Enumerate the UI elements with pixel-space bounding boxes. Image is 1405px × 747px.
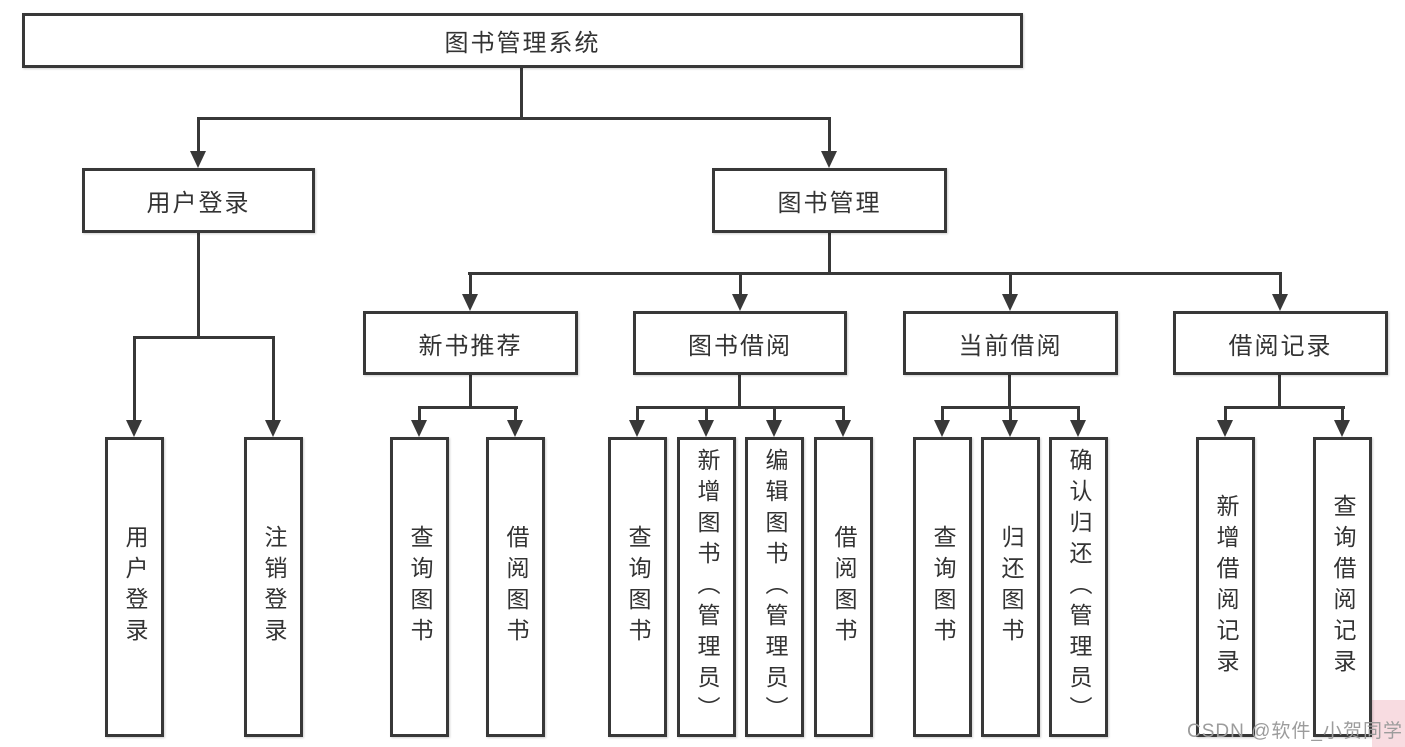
arrow-down-icon (126, 420, 142, 437)
leaf-logout: 注销登录 (244, 437, 303, 737)
leaf-query-borrow-record: 查询借阅记录 (1313, 437, 1372, 737)
arrow-down-icon (1217, 420, 1233, 437)
connector-line (828, 231, 831, 275)
leaf-query-book-3: 查询图书 (913, 437, 972, 737)
connector-line (1009, 272, 1012, 297)
connector-line (468, 272, 1282, 275)
node-new-book-recommend: 新书推荐 (363, 311, 578, 375)
connector-line (1009, 406, 1012, 423)
arrow-down-icon (265, 420, 281, 437)
connector-line (133, 336, 275, 339)
leaf-query-book-1: 查询图书 (390, 437, 449, 737)
node-root: 图书管理系统 (22, 13, 1023, 68)
connector-line (1224, 406, 1345, 409)
connector-line (941, 406, 944, 423)
arrow-down-icon (1334, 420, 1350, 437)
connector-line (469, 373, 472, 409)
leaf-query-borrow-record-label: 查询借阅记录 (1330, 494, 1356, 680)
node-root-label: 图书管理系统 (444, 30, 601, 57)
arrow-down-icon (821, 151, 837, 168)
arrow-down-icon (1070, 420, 1086, 437)
connector-line (1008, 373, 1011, 409)
node-book-management: 图书管理 (712, 168, 947, 233)
connector-line (133, 336, 136, 423)
arrow-down-icon (934, 420, 950, 437)
arrow-down-icon (766, 420, 782, 437)
arrow-down-icon (1272, 294, 1288, 311)
connector-line (197, 117, 831, 120)
connector-line (636, 406, 639, 423)
connector-line (636, 406, 845, 409)
leaf-add-book-admin-label: 新增图书（管理员） (694, 447, 720, 727)
arrow-down-icon (507, 420, 523, 437)
arrow-down-icon (411, 420, 427, 437)
connector-line (1341, 406, 1344, 423)
leaf-edit-book-admin-label: 编辑图书（管理员） (762, 447, 788, 727)
leaf-borrow-book-1-label: 借阅图书 (503, 525, 529, 649)
leaf-borrow-book-2: 借阅图书 (814, 437, 873, 737)
node-book-borrow: 图书借阅 (633, 311, 847, 375)
arrow-down-icon (462, 294, 478, 311)
connector-line (705, 406, 708, 423)
leaf-borrow-book-2-label: 借阅图书 (831, 525, 857, 649)
leaf-add-borrow-record: 新增借阅记录 (1196, 437, 1255, 737)
connector-line (514, 406, 517, 423)
leaf-return-book-label: 归还图书 (998, 525, 1024, 649)
connector-line (197, 117, 200, 154)
connector-line (773, 406, 776, 423)
leaf-return-book: 归还图书 (981, 437, 1040, 737)
node-current-borrow: 当前借阅 (903, 311, 1118, 375)
connector-line (197, 230, 200, 339)
node-book-borrow-label: 图书借阅 (688, 332, 792, 360)
leaf-query-book-1-label: 查询图书 (407, 525, 433, 649)
connector-line (418, 406, 421, 423)
node-book-management-label: 图书管理 (777, 190, 882, 217)
leaf-add-book-admin: 新增图书（管理员） (677, 437, 736, 737)
leaf-query-book-2: 查询图书 (608, 437, 667, 737)
leaf-query-book-3-label: 查询图书 (930, 525, 956, 649)
node-new-book-recommend-label: 新书推荐 (418, 332, 523, 360)
arrow-down-icon (190, 151, 206, 168)
watermark-accent (1372, 700, 1405, 747)
leaf-add-borrow-record-label: 新增借阅记录 (1213, 494, 1239, 680)
leaf-user-login: 用户登录 (105, 437, 164, 737)
leaf-confirm-return-admin: 确认归还（管理员） (1049, 437, 1108, 737)
leaf-borrow-book-1: 借阅图书 (486, 437, 545, 737)
arrow-down-icon (835, 420, 851, 437)
leaf-confirm-return-admin-label: 确认归还（管理员） (1066, 447, 1092, 727)
arrow-down-icon (1002, 420, 1018, 437)
node-borrow-records: 借阅记录 (1173, 311, 1388, 375)
watermark: CSDN @软件_小贺同学 (1187, 721, 1403, 742)
node-user-login: 用户登录 (82, 168, 315, 233)
leaf-logout-label: 注销登录 (261, 525, 287, 649)
connector-line (469, 272, 472, 297)
connector-line (738, 373, 741, 409)
connector-line (1077, 406, 1080, 423)
connector-line (842, 406, 845, 423)
arrow-down-icon (698, 420, 714, 437)
node-borrow-records-label: 借阅记录 (1228, 332, 1333, 360)
connector-line (1279, 272, 1282, 297)
node-user-login-label: 用户登录 (146, 190, 251, 217)
arrow-down-icon (732, 294, 748, 311)
leaf-user-login-label: 用户登录 (122, 525, 148, 649)
connector-line (272, 336, 275, 423)
connector-line (520, 66, 523, 120)
leaf-query-book-2-label: 查询图书 (625, 525, 651, 649)
arrow-down-icon (629, 420, 645, 437)
connector-line (1278, 373, 1281, 409)
arrow-down-icon (1002, 294, 1018, 311)
leaf-edit-book-admin: 编辑图书（管理员） (745, 437, 804, 737)
node-current-borrow-label: 当前借阅 (958, 332, 1063, 360)
connector-line (828, 117, 831, 154)
connector-line (739, 272, 742, 297)
connector-line (418, 406, 518, 409)
connector-line (1224, 406, 1227, 423)
